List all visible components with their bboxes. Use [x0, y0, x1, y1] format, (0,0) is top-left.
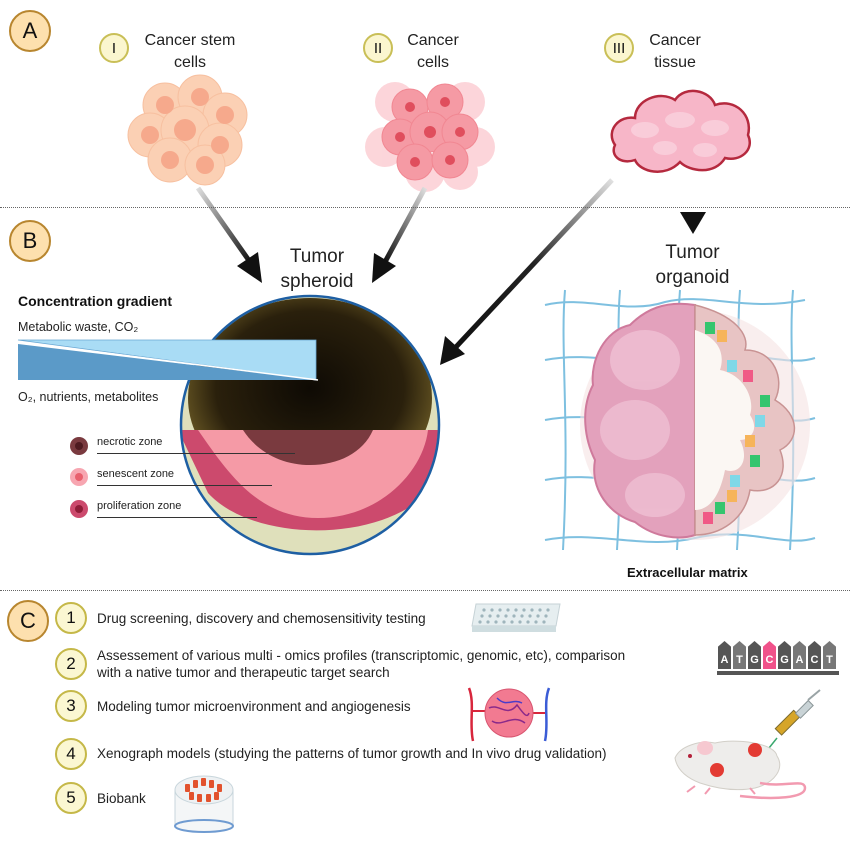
senescent-zone-label: senescent zone [97, 468, 175, 480]
section-c-letter: C [20, 608, 36, 633]
source-3-numeral: III [612, 39, 626, 57]
section-b-letter: B [22, 228, 38, 253]
cancer-tissue-icon [610, 89, 751, 173]
divider-a-b [0, 207, 850, 208]
mouse-body [674, 740, 807, 800]
concentration-gradient-wedges [17, 339, 319, 381]
senescent-zone-icon [70, 468, 88, 486]
source-2-line2: cells [416, 54, 449, 71]
mouse-syringe-icon [674, 689, 821, 800]
extracellular-matrix-label: Extracellular matrix [627, 565, 748, 580]
dna-letter-tile: C [808, 641, 821, 669]
application-2-text-line1: Assessement of various multi - omics pro… [97, 648, 626, 663]
gradient-bottom-label: O₂, nutrients, metabolites [18, 390, 159, 404]
cancer-stem-cells-icon [127, 74, 248, 186]
application-2-number: 2 [66, 654, 76, 673]
necrotic-zone-pointer [97, 453, 295, 454]
application-1-number: 1 [66, 608, 76, 627]
senescent-zone-region [198, 430, 428, 518]
arrow-tissue-to-spheroid [440, 178, 614, 365]
source-2-numeral: II [373, 39, 383, 57]
application-2-badge: 2 [55, 648, 87, 680]
divider-b-c [0, 590, 850, 591]
application-4-badge: 4 [55, 738, 87, 770]
dna-letter-tile: G [748, 641, 761, 669]
source-1-badge: I [99, 33, 129, 63]
application-3-badge: 3 [55, 690, 87, 722]
source-2-badge: II [363, 33, 393, 63]
necrotic-zone-icon [70, 437, 88, 455]
dna-letter-tile: A [793, 641, 806, 669]
source-3-badge: III [604, 33, 634, 63]
application-5-badge: 5 [55, 782, 87, 814]
cancer-cells-icon [365, 82, 495, 192]
arrow-tissue-to-organoid [680, 183, 706, 234]
senescent-zone-pointer [97, 485, 272, 486]
application-1-badge: 1 [55, 602, 87, 634]
organoid-lumen [695, 330, 755, 510]
gradient-top-label: Metabolic waste, CO₂ [18, 320, 139, 334]
arrow-stem-cells-to-spheroid [195, 186, 262, 283]
section-a-letter: A [22, 18, 38, 43]
application-2-text-line2: with a native tumor and therapeutic targ… [97, 665, 390, 680]
organoid-title-line2: organoid [655, 267, 730, 288]
application-3-number: 3 [66, 696, 76, 715]
source-1-line1: Cancer stem [144, 32, 236, 49]
tumor-organoid-image [544, 289, 816, 551]
dna-letter-tile: T [823, 641, 836, 669]
application-5-number: 5 [66, 788, 76, 807]
application-4-text: Xenograph models (studying the patterns … [97, 746, 607, 761]
spheroid-title-line1: Tumor [289, 246, 345, 267]
application-4-number: 4 [66, 744, 76, 763]
biobank-dish-icon [174, 775, 234, 833]
proliferation-zone-pointer [97, 517, 257, 518]
application-1-text: Drug screening, discovery and chemosensi… [97, 611, 426, 626]
source-1-line2: cells [173, 54, 206, 71]
necrotic-zone-region [243, 430, 373, 465]
well-plate-icon [471, 603, 561, 632]
spheroid-title: Tumor spheroid [262, 244, 372, 294]
dna-letter-tile: T [733, 641, 746, 669]
source-2-line1: Cancer [407, 32, 459, 49]
source-3-label: Cancer tissue [640, 30, 710, 74]
gradient-title: Concentration gradient [18, 293, 173, 309]
section-b-badge: B [9, 220, 51, 262]
source-2-label: Cancer cells [393, 30, 473, 74]
proliferation-zone-label: proliferation zone [97, 500, 182, 512]
proliferation-zone-icon [70, 500, 88, 518]
source-1-label: Cancer stem cells [130, 30, 250, 74]
organoid-epithelial-cells [703, 322, 770, 524]
syringe-icon [764, 689, 821, 754]
application-3-text: Modeling tumor microenvironment and angi… [97, 699, 411, 714]
dna-letter-tile: C [763, 641, 776, 669]
organoid-title: Tumor organoid [640, 240, 745, 290]
source-3-line2: tissue [654, 54, 696, 71]
section-c-badge: C [7, 600, 49, 642]
section-a-badge: A [9, 10, 51, 52]
necrotic-zone-label: necrotic zone [97, 436, 163, 448]
vascularized-tumor-icon [467, 687, 551, 742]
application-5-text: Biobank [97, 791, 146, 806]
arrow-cancer-cells-to-spheroid [372, 186, 428, 283]
application-2-text: Assessement of various multi - omics pro… [97, 647, 625, 681]
dna-letter-tile: G [778, 641, 791, 669]
organoid-title-line1: Tumor [665, 242, 720, 263]
dna-letter-tile: A [718, 641, 731, 669]
source-1-numeral: I [111, 39, 117, 57]
source-3-line1: Cancer [649, 32, 701, 49]
spheroid-title-line2: spheroid [280, 271, 354, 292]
